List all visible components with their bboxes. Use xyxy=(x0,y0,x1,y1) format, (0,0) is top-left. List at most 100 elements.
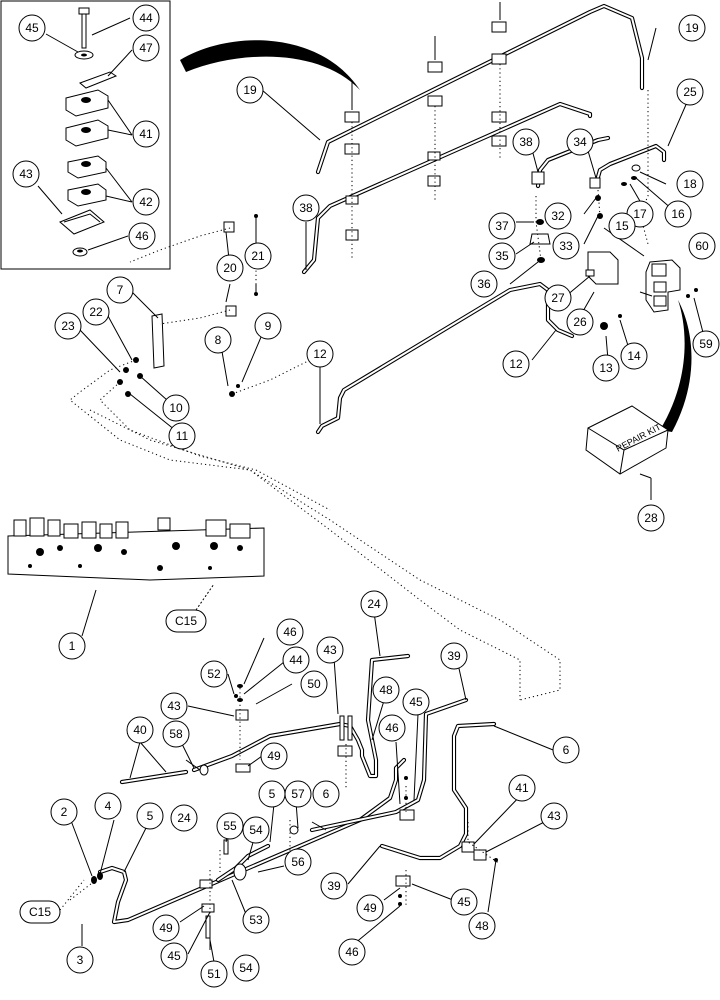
callout-19-right: 19 xyxy=(678,14,706,42)
callout-45-right: 45 xyxy=(450,888,478,916)
upper-fittings xyxy=(529,164,698,330)
inset-detail xyxy=(0,0,171,270)
callout-41-lower: 41 xyxy=(508,774,536,802)
callout-34: 34 xyxy=(566,128,594,156)
svg-text:42: 42 xyxy=(139,195,153,209)
valve-block xyxy=(645,259,681,313)
callout-49-left: 49 xyxy=(152,914,180,942)
svg-text:19: 19 xyxy=(243,83,257,97)
svg-text:45: 45 xyxy=(167,949,181,963)
svg-text:48: 48 xyxy=(475,919,489,933)
callout-bubbles: 45 44 47 41 43 42 46 19 19 25 38 34 18 1… xyxy=(12,4,720,988)
callout-53: 53 xyxy=(242,906,270,934)
callout-33: 33 xyxy=(552,232,580,260)
callout-49-right: 49 xyxy=(356,894,384,922)
callout-47: 47 xyxy=(132,34,160,62)
svg-text:9: 9 xyxy=(265,319,272,333)
svg-text:15: 15 xyxy=(615,219,629,233)
svg-text:33: 33 xyxy=(559,239,573,253)
callout-13: 13 xyxy=(592,354,620,382)
svg-text:53: 53 xyxy=(249,913,263,927)
callout-22: 22 xyxy=(82,298,110,326)
callout-43-inset: 43 xyxy=(12,160,40,188)
callout-45-inset: 45 xyxy=(18,14,46,42)
callout-21: 21 xyxy=(244,242,272,270)
callout-14: 14 xyxy=(620,342,648,370)
callout-6-mid: 6 xyxy=(312,780,340,808)
callout-52: 52 xyxy=(200,660,228,688)
callout-6-right: 6 xyxy=(552,736,580,764)
svg-text:54: 54 xyxy=(239,961,253,975)
callout-8: 8 xyxy=(204,326,232,354)
callout-46-bottom: 46 xyxy=(338,938,366,966)
bolt-part xyxy=(74,7,94,60)
callout-43-lower-a: 43 xyxy=(160,692,188,720)
svg-text:43: 43 xyxy=(547,809,561,823)
callout-7: 7 xyxy=(106,276,134,304)
svg-text:41: 41 xyxy=(139,127,153,141)
svg-text:27: 27 xyxy=(551,291,565,305)
callout-35: 35 xyxy=(488,242,516,270)
svg-text:2: 2 xyxy=(61,805,68,819)
svg-text:6: 6 xyxy=(323,787,330,801)
svg-text:54: 54 xyxy=(249,823,263,837)
svg-text:58: 58 xyxy=(169,727,183,741)
callout-11: 11 xyxy=(168,422,196,450)
svg-text:36: 36 xyxy=(477,277,491,291)
callout-46-lower-a: 46 xyxy=(276,618,304,646)
svg-text:49: 49 xyxy=(363,901,377,915)
callout-leaders xyxy=(69,27,707,963)
callout-24-top: 24 xyxy=(360,590,388,618)
svg-text:45: 45 xyxy=(457,895,471,909)
callout-43-lower-b: 43 xyxy=(316,636,344,664)
svg-text:13: 13 xyxy=(599,361,613,375)
svg-text:16: 16 xyxy=(671,207,685,221)
svg-text:8: 8 xyxy=(215,333,222,347)
svg-text:43: 43 xyxy=(19,167,33,181)
callout-9: 9 xyxy=(254,312,282,340)
explode-arrow-right xyxy=(660,300,692,432)
callout-2: 2 xyxy=(50,798,78,826)
svg-text:40: 40 xyxy=(133,723,147,737)
callout-3: 3 xyxy=(66,946,94,974)
callout-15: 15 xyxy=(608,212,636,240)
svg-text:51: 51 xyxy=(207,967,221,981)
svg-text:20: 20 xyxy=(223,261,237,275)
callout-59: 59 xyxy=(692,330,720,358)
svg-text:43: 43 xyxy=(323,643,337,657)
svg-text:46: 46 xyxy=(385,721,399,735)
callout-48-bottom: 48 xyxy=(468,912,496,940)
svg-text:17: 17 xyxy=(633,207,647,221)
svg-text:57: 57 xyxy=(291,787,305,801)
callout-45-left: 45 xyxy=(160,942,188,970)
callout-41-inset: 41 xyxy=(132,120,160,148)
svg-text:12: 12 xyxy=(509,357,523,371)
svg-text:46: 46 xyxy=(135,229,149,243)
svg-text:45: 45 xyxy=(409,695,423,709)
callout-42: 42 xyxy=(132,188,160,216)
lower-pipes xyxy=(97,653,497,925)
svg-text:56: 56 xyxy=(291,855,305,869)
callout-46-inset: 46 xyxy=(128,222,156,250)
callout-20: 20 xyxy=(216,254,244,282)
callout-57: 57 xyxy=(284,780,312,808)
connector-ref-lower: C15 xyxy=(19,879,85,924)
callout-24-bottom: 24 xyxy=(170,804,198,832)
svg-text:1: 1 xyxy=(69,639,76,653)
svg-text:44: 44 xyxy=(289,653,303,667)
svg-text:46: 46 xyxy=(345,945,359,959)
callout-51: 51 xyxy=(200,960,228,988)
svg-text:50: 50 xyxy=(307,677,321,691)
callout-10: 10 xyxy=(162,394,190,422)
callout-49-top: 49 xyxy=(260,742,288,770)
svg-text:24: 24 xyxy=(367,597,381,611)
svg-text:37: 37 xyxy=(495,219,509,233)
callout-23: 23 xyxy=(54,312,82,340)
callout-12-right: 12 xyxy=(502,350,530,378)
connector-ref-lower-label: C15 xyxy=(29,905,51,919)
callout-44-inset: 44 xyxy=(132,4,160,32)
svg-text:10: 10 xyxy=(169,401,183,415)
callout-39-bottom: 39 xyxy=(320,872,348,900)
svg-text:48: 48 xyxy=(379,683,393,697)
